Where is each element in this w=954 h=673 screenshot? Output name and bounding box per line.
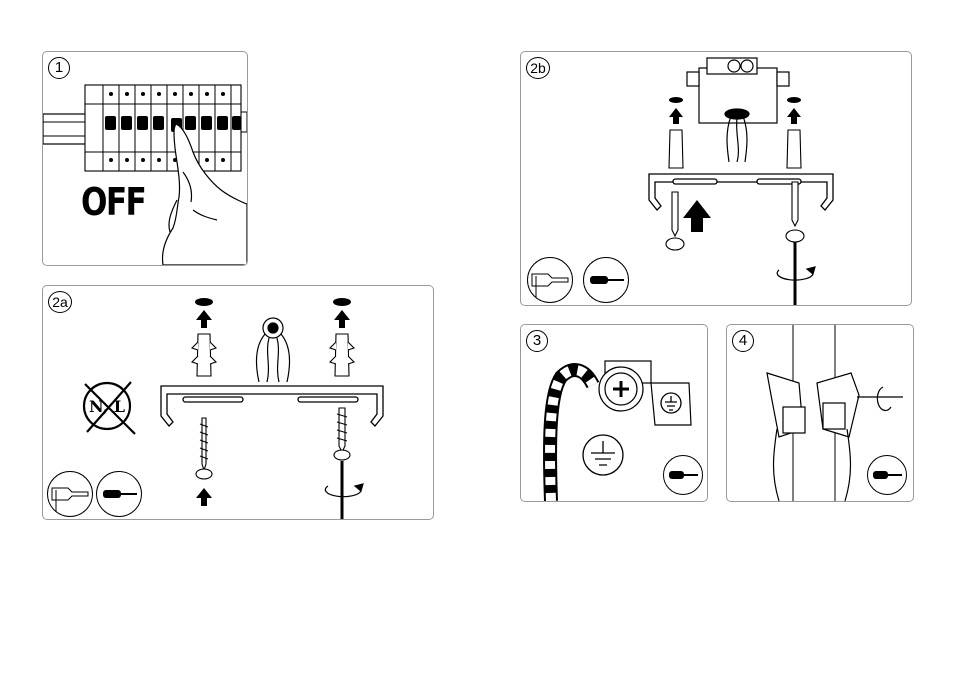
drill-icon [527, 257, 573, 303]
panel-step-2b: 2b [520, 51, 912, 306]
mounting-bracket-icon [161, 386, 383, 426]
step-number-badge: 2a [48, 291, 72, 313]
forbidden-label: N, L [89, 397, 125, 416]
panel-step-4: 4 [726, 324, 914, 502]
power-off-label: OFF [81, 183, 145, 221]
step-number-badge: 4 [732, 330, 754, 352]
screwdriver-icon [663, 455, 703, 495]
panel-step-2a: 2a [42, 285, 434, 520]
terminal-block-icon [767, 373, 859, 437]
screw-icon [196, 408, 350, 479]
step-number-badge: 1 [48, 57, 70, 79]
screwdriver-icon [96, 471, 142, 517]
screwdriver-icon [583, 257, 629, 303]
wall-plug-icon [669, 130, 801, 168]
panel-step-1: 1 [42, 51, 248, 266]
step-number-badge: 3 [526, 330, 548, 352]
step-number-badge: 2b [526, 57, 550, 79]
screwdriver-icon [867, 455, 907, 495]
panel-step-3: 3 [520, 324, 708, 502]
drill-icon [47, 471, 93, 517]
wall-plug-icon [192, 334, 354, 376]
junction-box-icon [687, 58, 789, 123]
mounting-diagram [521, 52, 911, 305]
circuit-breaker-panel-icon [43, 52, 247, 265]
